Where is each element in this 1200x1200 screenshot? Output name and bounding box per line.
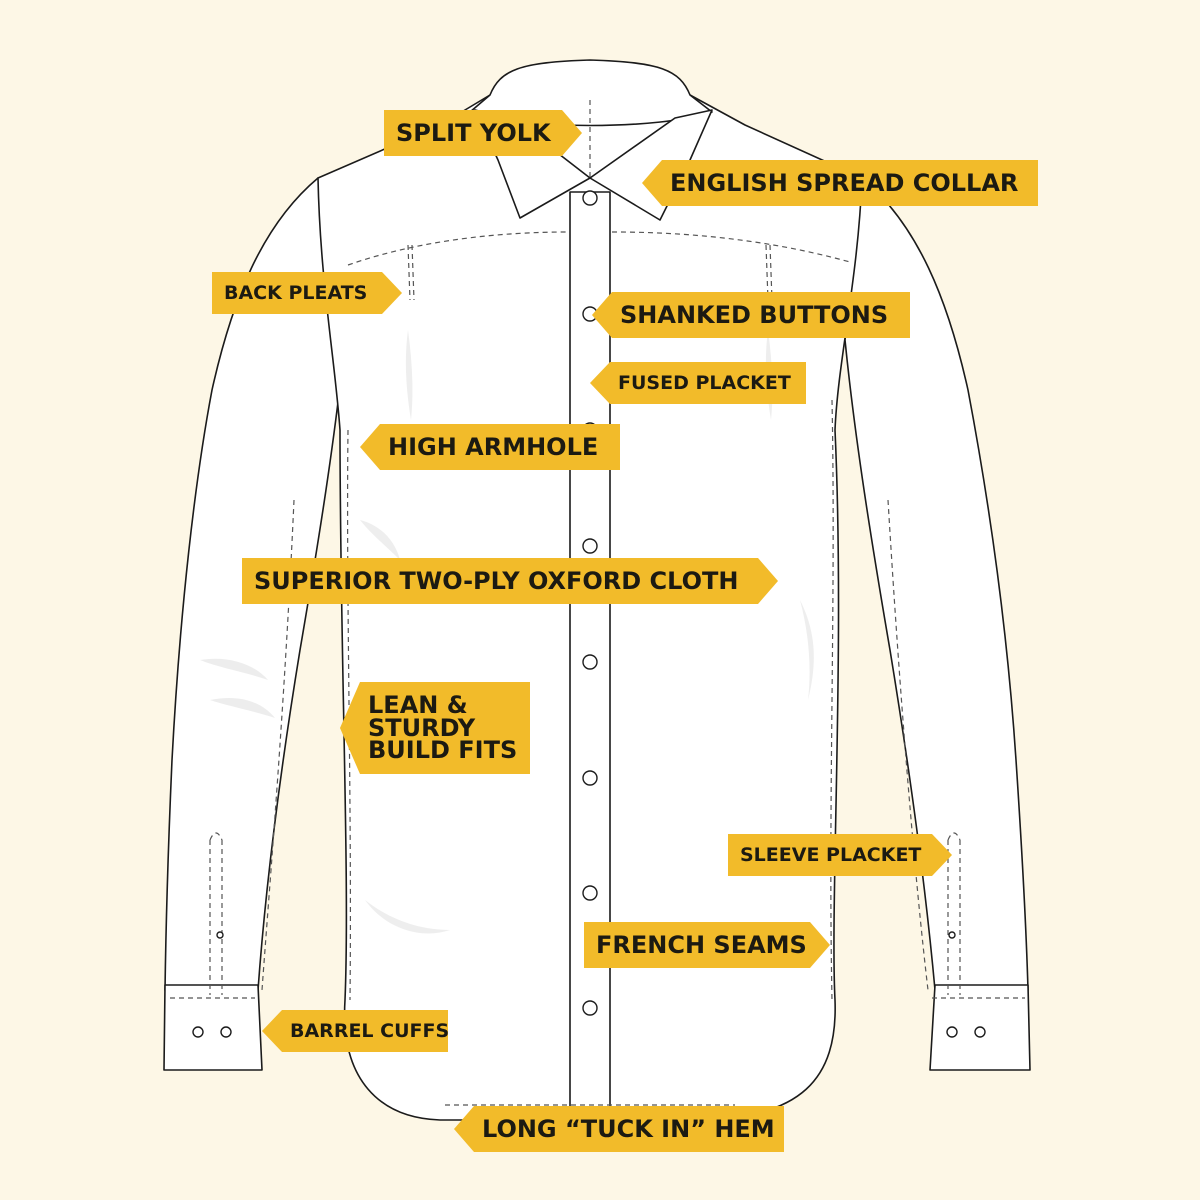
label-english-spread-collar: ENGLISH SPREAD COLLAR xyxy=(642,160,1038,206)
left-barrel-cuff xyxy=(163,984,263,1071)
label-high-armhole-text: HIGH ARMHOLE xyxy=(388,433,599,461)
button-4 xyxy=(582,538,598,554)
label-back-pleats-text: BACK PLEATS xyxy=(224,281,368,304)
cuff-button-left-1 xyxy=(192,1026,204,1038)
collar-right xyxy=(589,109,713,221)
button-8 xyxy=(582,1000,598,1016)
label-fused-placket: FUSED PLACKET xyxy=(590,362,806,404)
cuff-button-left-2 xyxy=(220,1026,232,1038)
label-fused-placket-text: FUSED PLACKET xyxy=(618,371,791,394)
cuff-button-right-2 xyxy=(974,1026,986,1038)
label-long-tuck-in-hem-text: LONG “TUCK IN” HEM xyxy=(482,1115,775,1143)
label-shanked-buttons: SHANKED BUTTONS xyxy=(592,292,910,338)
right-sleeve xyxy=(844,177,1029,991)
button-6 xyxy=(582,770,598,786)
cuff-button-right-1 xyxy=(946,1026,958,1038)
button-7 xyxy=(582,885,598,901)
label-lean-sturdy-build-text: LEAN & STURDY BUILD FITS xyxy=(368,690,518,765)
label-back-pleats: BACK PLEATS xyxy=(212,272,402,314)
label-barrel-cuffs: BARREL CUFFS xyxy=(262,1010,448,1052)
label-long-tuck-in-hem: LONG “TUCK IN” HEM xyxy=(454,1106,784,1152)
button-5 xyxy=(582,654,598,670)
button-collar xyxy=(582,190,598,206)
label-superior-two-ply-text: SUPERIOR TWO-PLY OXFORD CLOTH xyxy=(254,567,739,595)
label-barrel-cuffs-text: BARREL CUFFS xyxy=(290,1019,450,1042)
label-french-seams-text: FRENCH SEAMS xyxy=(596,931,807,959)
label-english-spread-collar-text: ENGLISH SPREAD COLLAR xyxy=(670,169,1019,197)
label-high-armhole: HIGH ARMHOLE xyxy=(360,424,620,470)
label-shanked-buttons-text: SHANKED BUTTONS xyxy=(620,301,889,329)
label-superior-two-ply: SUPERIOR TWO-PLY OXFORD CLOTH xyxy=(242,558,778,604)
label-sleeve-placket-text: SLEEVE PLACKET xyxy=(740,843,922,866)
label-lean-sturdy-build: LEAN & STURDY BUILD FITS xyxy=(340,682,530,774)
label-sleeve-placket: SLEEVE PLACKET xyxy=(728,834,952,876)
label-french-seams: FRENCH SEAMS xyxy=(584,922,830,968)
label-split-yolk-text: SPLIT YOLK xyxy=(396,119,551,147)
label-split-yolk: SPLIT YOLK xyxy=(384,110,582,156)
